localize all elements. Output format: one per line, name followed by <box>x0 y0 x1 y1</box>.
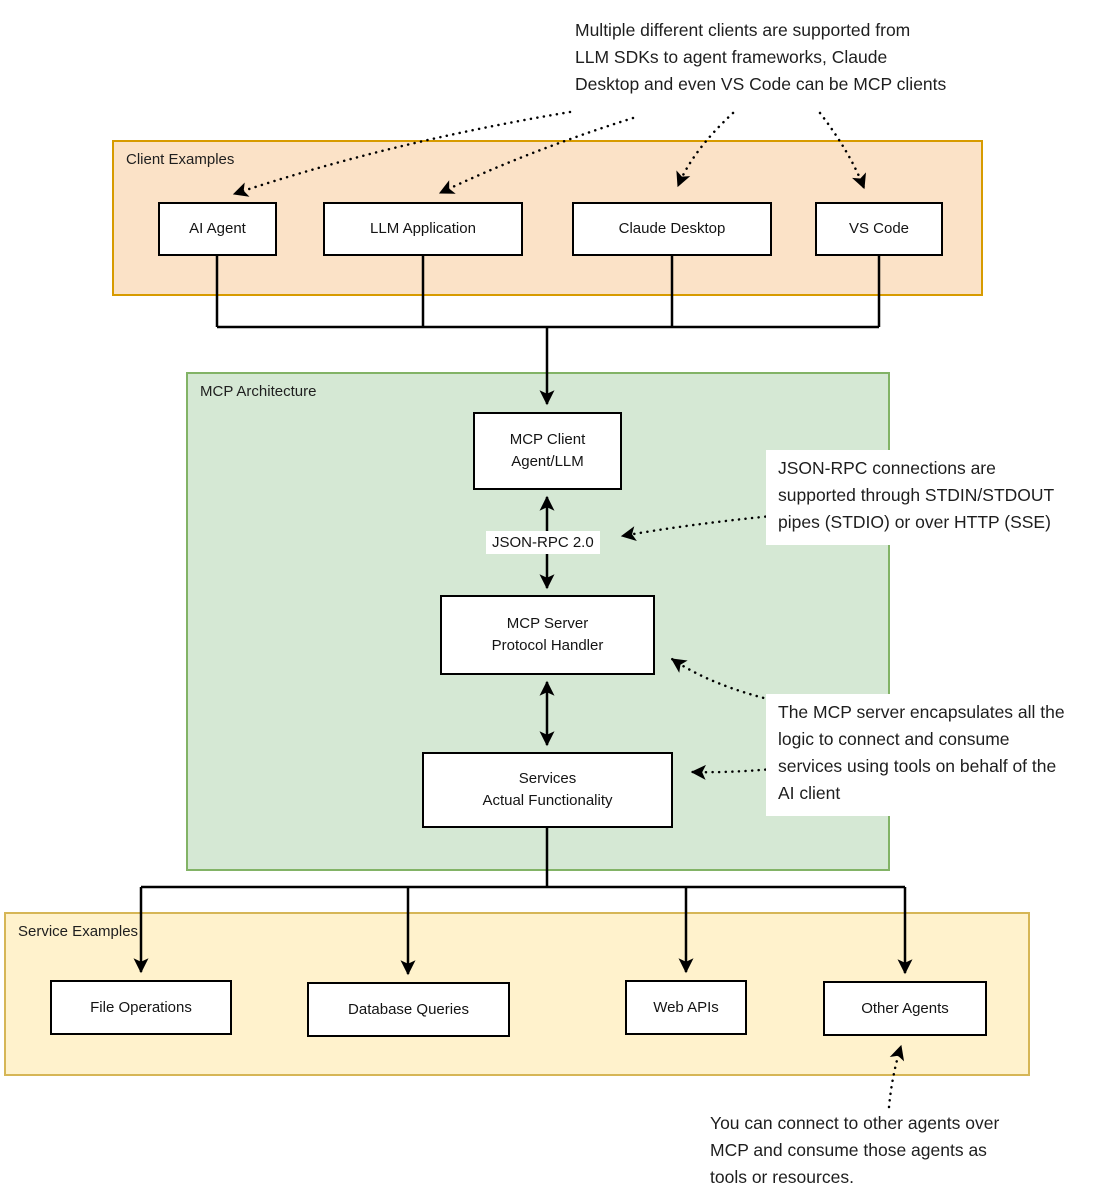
annotation-server-note-line1: The MCP server encapsulates all the <box>778 702 1065 722</box>
annotation-jsonrpc-note-line1: JSON-RPC connections are <box>778 458 996 478</box>
node-llm-application: LLM Application <box>323 202 523 256</box>
node-vs-code-label: VS Code <box>848 220 910 238</box>
node-services-line2: Actual Functionality <box>482 792 613 809</box>
node-file-operations: File Operations <box>50 980 232 1035</box>
dotted-arrow-note-to-other-agents <box>887 1044 905 1109</box>
node-mcp-server-line2: Protocol Handler <box>491 637 604 654</box>
node-claude-desktop-label: Claude Desktop <box>618 220 726 238</box>
dotted-arrow-note-to-claude-desktop <box>676 111 735 188</box>
group-service-examples-label: Service Examples <box>18 923 139 940</box>
connector-services-bus <box>141 828 905 889</box>
node-mcp-server: MCP Server Protocol Handler <box>440 595 655 675</box>
node-web-apis-label: Web APIs <box>653 998 719 1016</box>
node-other-agents-label: Other Agents <box>861 999 949 1017</box>
node-ai-agent: AI Agent <box>158 202 277 256</box>
node-file-operations-label: File Operations <box>90 998 192 1016</box>
annotation-clients-note-line2: LLM SDKs to agent frameworks, Claude <box>575 47 888 67</box>
annotation-clients-note-line3: Desktop and even VS Code can be MCP clie… <box>575 74 947 94</box>
node-database-queries-label: Database Queries <box>348 1000 469 1018</box>
annotation-agents-note-line1: You can connect to other agents over <box>710 1113 1000 1133</box>
node-mcp-client-line1: MCP Client <box>509 431 586 449</box>
node-web-apis: Web APIs <box>625 980 747 1035</box>
group-mcp-architecture-label: MCP Architecture <box>200 383 317 400</box>
annotation-agents-note-line2: MCP and consume those agents as <box>710 1140 987 1160</box>
label-json-rpc: JSON-RPC 2.0 <box>486 531 600 554</box>
node-database-queries: Database Queries <box>307 982 510 1037</box>
annotation-agents-note-line3: tools or resources. <box>710 1167 854 1187</box>
dotted-arrow-note-to-ai-agent <box>232 110 572 197</box>
dotted-arrow-note-to-services <box>690 764 774 780</box>
node-claude-desktop: Claude Desktop <box>572 202 772 256</box>
dotted-arrow-note-to-json-rpc <box>620 514 774 541</box>
annotation-server-note-line2: logic to connect and consume <box>778 729 1010 749</box>
node-services-line1: Services <box>518 770 577 788</box>
annotation-agents-note: You can connect to other agents over MCP… <box>710 1110 999 1191</box>
annotation-jsonrpc-note-line3: pipes (STDIO) or over HTTP (SSE) <box>778 512 1051 532</box>
annotation-clients-note-line1: Multiple different clients are supported… <box>575 20 911 40</box>
dotted-arrow-note-to-llm-application <box>438 116 635 195</box>
node-mcp-client: MCP Client Agent/LLM <box>473 412 622 490</box>
connector-clients-bus <box>215 256 881 329</box>
node-mcp-server-line1: MCP Server <box>506 615 589 633</box>
annotation-server-note-line4: AI client <box>778 783 841 803</box>
annotation-server-note: The MCP server encapsulates all the logi… <box>766 694 1077 816</box>
annotation-clients-note: Multiple different clients are supported… <box>575 17 946 98</box>
node-other-agents: Other Agents <box>823 981 987 1036</box>
annotation-jsonrpc-note: JSON-RPC connections are supported throu… <box>766 450 1067 545</box>
annotation-jsonrpc-note-line2: supported through STDIN/STDOUT <box>778 485 1055 505</box>
group-client-examples-label: Client Examples <box>126 151 235 168</box>
annotation-server-note-line3: services using tools on behalf of the <box>778 756 1057 776</box>
node-mcp-client-line2: Agent/LLM <box>511 453 584 470</box>
node-llm-application-label: LLM Application <box>370 220 476 238</box>
node-ai-agent-label: AI Agent <box>189 220 246 238</box>
node-vs-code: VS Code <box>815 202 943 256</box>
node-services: Services Actual Functionality <box>422 752 673 828</box>
dotted-arrow-note-to-vs-code <box>818 111 866 190</box>
dotted-arrow-note-to-mcp-server <box>670 657 778 703</box>
